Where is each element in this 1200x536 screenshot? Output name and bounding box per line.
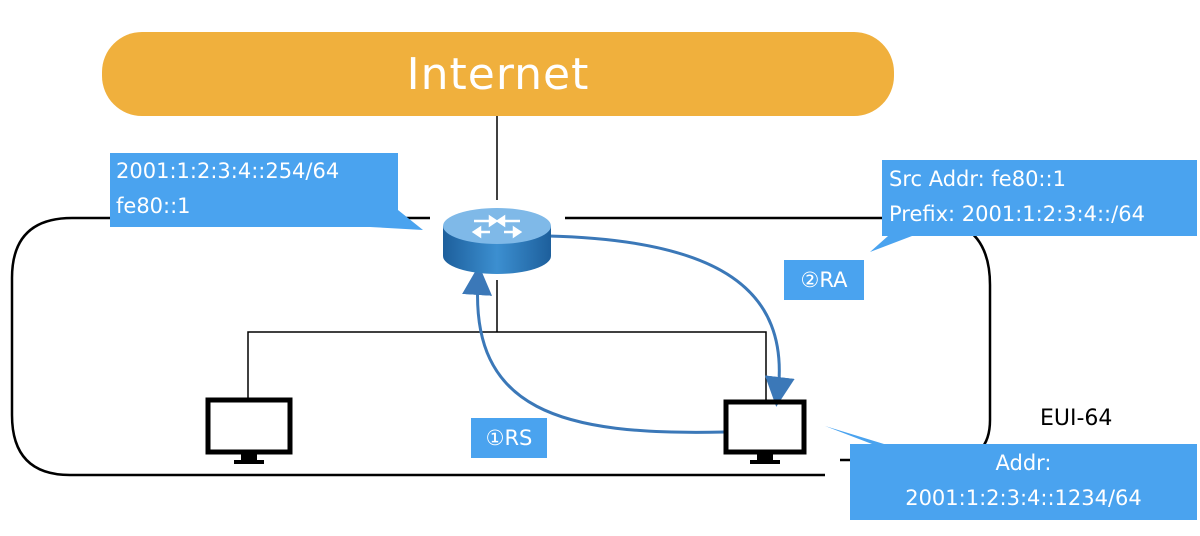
host-callout: Addr: 2001:1:2:3:4::1234/64 bbox=[850, 446, 1197, 516]
ra-step-label: ②RA bbox=[800, 268, 848, 292]
host-right-monitor-icon bbox=[723, 399, 807, 464]
rs-arrow bbox=[462, 265, 726, 434]
host-address-value: 2001:1:2:3:4::1234/64 bbox=[905, 486, 1142, 510]
eui64-label: EUI-64 bbox=[1040, 406, 1113, 431]
router-callout-shape bbox=[110, 153, 423, 230]
internet-label: Internet bbox=[406, 48, 590, 100]
internet-cloud: Internet bbox=[102, 32, 894, 116]
host-left-monitor-icon bbox=[205, 397, 293, 464]
ra-step-tag: ②RA bbox=[784, 260, 864, 300]
router-global-address: 2001:1:2:3:4::254/64 bbox=[116, 159, 340, 183]
host-callout-shape bbox=[825, 426, 1197, 520]
rs-step-label: ①RS bbox=[485, 426, 533, 450]
lan-bus-line bbox=[247, 331, 767, 400]
ra-callout-shape bbox=[870, 160, 1197, 252]
router-callout: 2001:1:2:3:4::254/64 fe80::1 bbox=[116, 154, 339, 224]
ra-arrow bbox=[547, 234, 795, 407]
ra-callout: Src Addr: fe80::1 Prefix: 2001:1:2:3:4::… bbox=[889, 162, 1145, 232]
router-link-local-address: fe80::1 bbox=[116, 194, 191, 218]
router-icon bbox=[443, 208, 551, 274]
ra-prefix: Prefix: 2001:1:2:3:4::/64 bbox=[889, 202, 1145, 226]
host-address-label: Addr: bbox=[995, 451, 1052, 475]
ra-source-address: Src Addr: fe80::1 bbox=[889, 167, 1066, 191]
rs-step-tag: ①RS bbox=[471, 418, 547, 458]
